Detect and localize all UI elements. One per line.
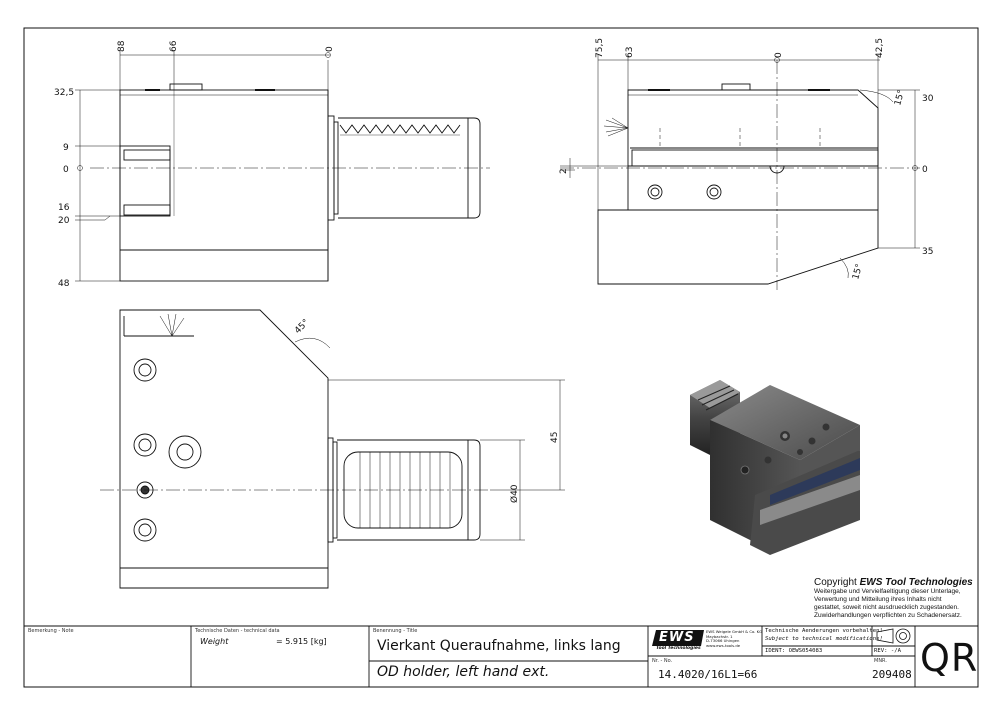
angle-15-bottom: 15° xyxy=(851,263,865,281)
front-dim-48: 48 xyxy=(58,279,70,289)
copyright-line: Zuwiderhandlungen verpflichten zu Schade… xyxy=(814,612,962,619)
plan-view xyxy=(100,309,490,589)
company-line: www.ews-tools.de xyxy=(706,642,741,648)
front-dim-16: 16 xyxy=(58,203,70,213)
side-dim-zero: 0 xyxy=(774,52,784,58)
notice-english: Subject to technical modifications! xyxy=(765,636,883,642)
company-address: EWS Weigele GmbH & Co. KG Maybachstr. 1 … xyxy=(706,629,763,648)
side-view xyxy=(560,60,920,290)
revision: REV: -/A xyxy=(874,648,901,654)
title-english: OD holder, left hand ext. xyxy=(377,664,550,680)
copyright-title: Copyright EWS Tool Technologies xyxy=(814,577,984,588)
front-dim-20: 20 xyxy=(58,216,70,226)
front-dim-9: 9 xyxy=(63,143,69,153)
drawing-code: QR xyxy=(920,636,979,680)
copyright-line: gestattet, soweit nicht ausdruecklich zu… xyxy=(814,604,959,611)
copyright-line: Weitergabe und Vervielfaeltigung dieser … xyxy=(814,588,961,595)
company-line: Maybachstr. 1 xyxy=(706,633,733,639)
copyright-line: Verwertung und Mitteilung ihres Inhalts … xyxy=(814,596,942,603)
plan-dim-diameter-40: Ø40 xyxy=(509,484,520,503)
side-dim-75-5: 75,5 xyxy=(595,38,605,58)
copyright-notice: Copyright EWS Tool Technologies Weiterga… xyxy=(814,577,984,620)
side-dim-2: 2 xyxy=(559,168,569,174)
copyright-brand: EWS Tool Technologies xyxy=(859,577,973,588)
angle-15-top: 15° xyxy=(893,89,907,107)
ident-number: IDENT: OEWS054083 xyxy=(765,648,823,654)
title-german: Vierkant Queraufnahme, links lang xyxy=(377,638,621,654)
title-block-lines xyxy=(24,625,978,687)
ews-logo xyxy=(652,630,704,646)
notice-german: Technische Aenderungen vorbehalten! xyxy=(765,628,883,634)
weight-label: Weight xyxy=(200,637,229,646)
front-dim-zero-left: 0 xyxy=(63,165,69,175)
angle-45: 45° xyxy=(293,318,311,336)
front-dim-zero: 0 xyxy=(325,46,335,52)
logo-subtitle: Tool Technologies xyxy=(656,646,701,651)
tech-data-label: Technische Daten - technical data xyxy=(195,628,280,634)
company-line: D-73066 Uhingen xyxy=(706,638,740,644)
copyright-prefix: Copyright xyxy=(814,577,857,588)
side-dim-30: 30 xyxy=(922,94,934,104)
side-dim-63: 63 xyxy=(625,47,635,58)
side-dim-zero-right: 0 xyxy=(922,165,928,175)
side-dim-35: 35 xyxy=(922,247,933,257)
remark-label: Bemerkung - Note xyxy=(28,628,74,634)
plan-view-dimensions xyxy=(294,337,565,541)
mnr-label: MNR. xyxy=(874,658,887,664)
drawing-frame xyxy=(23,27,979,688)
front-view-dimensions xyxy=(75,50,331,282)
side-view-dimensions xyxy=(560,55,920,279)
number-label: Nr. - No. xyxy=(652,658,673,664)
material-number: 209408 xyxy=(872,668,912,681)
isometric-render xyxy=(690,380,860,555)
plan-dim-45: 45 xyxy=(550,432,560,443)
company-line: EWS Weigele GmbH & Co. KG xyxy=(706,629,763,634)
part-number: 14.4020/16L1=66 xyxy=(658,668,758,681)
side-dim-42-5: 42,5 xyxy=(875,38,885,58)
weight-value: = 5.915 [kg] xyxy=(276,637,327,646)
front-view xyxy=(90,60,490,282)
front-dim-32-5: 32,5 xyxy=(54,88,74,98)
title-label: Benennung - Title xyxy=(373,628,418,634)
logo-text: EWS xyxy=(659,630,695,645)
projection-symbol-icon xyxy=(876,628,911,644)
front-dim-88: 88 xyxy=(117,40,127,52)
front-dim-66: 66 xyxy=(169,40,179,52)
